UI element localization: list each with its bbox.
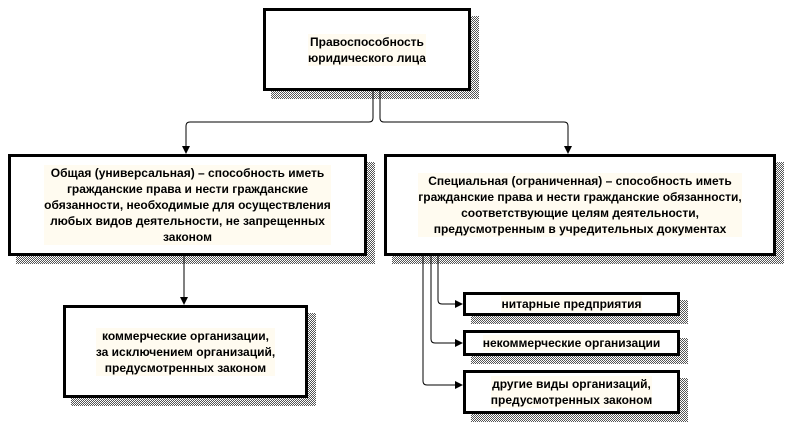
noncommercial-orgs-box: некоммерческие организации — [463, 330, 680, 356]
unitary-line: нитарные предприятия — [501, 297, 642, 311]
connector-special-to-noncommercial — [430, 256, 463, 347]
root-line: Правоспособность — [310, 34, 424, 49]
general-line: законом — [163, 230, 212, 244]
unitary-enterprises-label: нитарные предприятия — [501, 296, 642, 312]
general-line: обязанности, необходимые для осуществлен… — [44, 198, 331, 212]
special-line: гражданские права и нести гражданские об… — [418, 190, 742, 204]
other-orgs-box: другие виды организаций, предусмотренных… — [463, 370, 680, 414]
commercial-line: за исключением организаций, — [95, 344, 276, 359]
special-line: Специальная (ограниченная) – способность… — [428, 174, 732, 188]
unitary-enterprises-box: нитарные предприятия — [463, 292, 680, 316]
special-line: соответствующие целям деятельности, — [461, 206, 699, 220]
general-line: любых видов деятельности, не запрещенных — [50, 214, 325, 228]
connector-special-to-other — [422, 256, 463, 389]
noncommercial-orgs-label: некоммерческие организации — [482, 335, 661, 351]
root-line: юридического лица — [308, 50, 426, 65]
connector-root-to-special — [379, 91, 572, 154]
connector-special-to-unitary — [437, 256, 463, 308]
general-capacity-box: Общая (универсальная) – способность имет… — [8, 154, 367, 256]
commercial-orgs-label: коммерческие организации, за исключением… — [95, 327, 276, 376]
general-capacity-label: Общая (универсальная) – способность имет… — [44, 165, 331, 245]
root-box: Правоспособность юридического лица — [263, 8, 471, 91]
special-capacity-box: Специальная (ограниченная) – способность… — [384, 154, 776, 256]
special-capacity-label: Специальная (ограниченная) – способность… — [418, 173, 742, 237]
commercial-line: предусмотренных законом — [104, 360, 267, 375]
general-line: гражданские права и нести гражданские — [66, 182, 309, 196]
other-line: предусмотренных законом — [490, 393, 653, 407]
commercial-orgs-box: коммерческие организации, за исключением… — [63, 305, 308, 398]
commercial-line: коммерческие организации, — [102, 328, 269, 343]
connector-root-to-general — [182, 91, 374, 154]
noncommercial-line: некоммерческие организации — [482, 336, 661, 350]
special-line: предусмотренным в учредительных документ… — [433, 222, 727, 236]
other-line: другие виды организаций, — [492, 377, 651, 391]
root-label: Правоспособность юридического лица — [308, 33, 426, 66]
general-line: Общая (универсальная) – способность имет… — [50, 166, 325, 180]
other-orgs-label: другие виды организаций, предусмотренных… — [490, 376, 653, 408]
